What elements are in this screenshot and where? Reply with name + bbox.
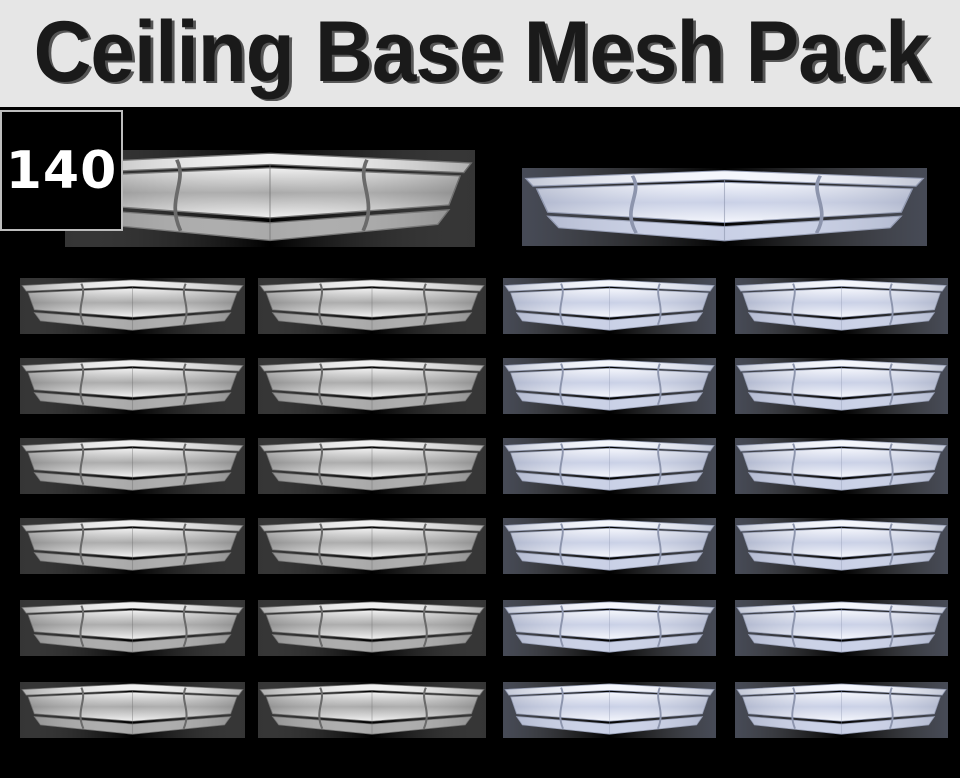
- mesh-count-badge: 140: [0, 110, 123, 231]
- ceiling-mesh-r4-c2-image: [258, 518, 486, 574]
- ceiling-mesh-r1-c2-image: [258, 278, 486, 334]
- ceiling-mesh-r6-c1-image: [20, 682, 245, 738]
- ceiling-mesh-r3-c2-image: [258, 438, 486, 494]
- ceiling-mesh-r6-c4-image: [735, 682, 948, 738]
- ceiling-mesh-r6-c2-image: [258, 682, 486, 738]
- ceiling-mesh-r2-c4-image: [735, 358, 948, 414]
- ceiling-mesh-r3-c1-image: [20, 438, 245, 494]
- ceiling-mesh-r1-c4-image: [735, 278, 948, 334]
- ceiling-mesh-r5-c1-image: [20, 600, 245, 656]
- ceiling-mesh-r5-c3-image: [503, 600, 716, 656]
- ceiling-mesh-r2-c1-image: [20, 358, 245, 414]
- header-banner: Ceiling Base Mesh Pack: [0, 0, 960, 107]
- ceiling-mesh-r6-c3-image: [503, 682, 716, 738]
- ceiling-mesh-large-1-image: [65, 150, 475, 247]
- page-title: Ceiling Base Mesh Pack: [33, 4, 930, 100]
- ceiling-mesh-r4-c1-image: [20, 518, 245, 574]
- ceiling-mesh-r4-c3-image: [503, 518, 716, 574]
- ceiling-mesh-r3-c4-image: [735, 438, 948, 494]
- ceiling-mesh-r4-c4-image: [735, 518, 948, 574]
- ceiling-mesh-r1-c3-image: [503, 278, 716, 334]
- ceiling-mesh-r5-c2-image: [258, 600, 486, 656]
- ceiling-mesh-r5-c4-image: [735, 600, 948, 656]
- ceiling-mesh-large-2-image: [522, 168, 927, 246]
- ceiling-mesh-r2-c2-image: [258, 358, 486, 414]
- mesh-count: 140: [5, 140, 118, 201]
- ceiling-mesh-r1-c1-image: [20, 278, 245, 334]
- ceiling-mesh-r3-c3-image: [503, 438, 716, 494]
- ceiling-mesh-r2-c3-image: [503, 358, 716, 414]
